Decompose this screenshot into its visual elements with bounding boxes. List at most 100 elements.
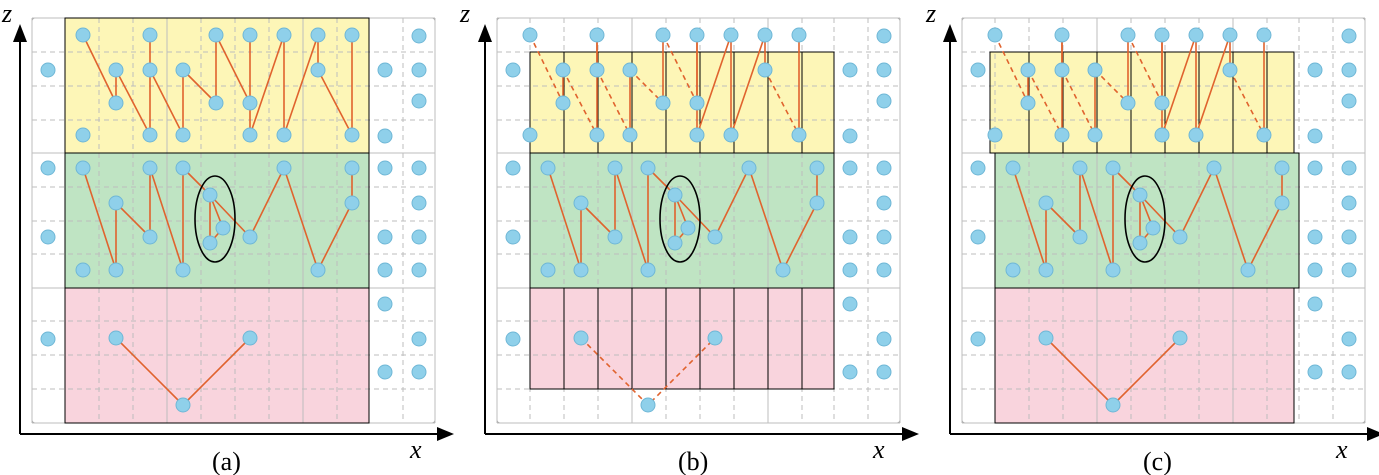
- frame-node: [1307, 62, 1323, 78]
- yellow-node: [655, 95, 671, 111]
- yellow-path-segment: [764, 69, 800, 136]
- yellow-path-segment: [994, 34, 1029, 104]
- green-node: [1038, 262, 1054, 278]
- yellow-node: [622, 127, 638, 143]
- yellow-node: [1120, 27, 1136, 43]
- yellow-node: [589, 27, 605, 43]
- green-node: [310, 262, 326, 278]
- green-node: [142, 160, 158, 176]
- frame-node: [1341, 160, 1357, 176]
- frame-node: [377, 262, 393, 278]
- frame-node: [377, 296, 393, 312]
- frame-node: [1341, 28, 1357, 44]
- frame-node: [377, 229, 393, 245]
- yellow-node: [555, 95, 571, 111]
- green-node: [215, 220, 231, 236]
- green-node: [809, 160, 825, 176]
- green-node: [75, 262, 91, 278]
- yellow-node: [276, 27, 292, 43]
- yellow-path-segment: [1061, 69, 1096, 136]
- z-axis-label-c: z: [925, 0, 936, 28]
- pink-node: [242, 330, 258, 346]
- green-node: [108, 262, 124, 278]
- frame-node: [1307, 296, 1323, 312]
- frame-node: [876, 62, 892, 78]
- frame-node: [40, 160, 56, 176]
- frame-node: [842, 229, 858, 245]
- yellow-node: [242, 95, 258, 111]
- frame-node: [411, 93, 427, 109]
- x-axis-arrow: [437, 427, 454, 441]
- green-path: [547, 167, 818, 271]
- pink-outline: [529, 287, 835, 390]
- yellow-node: [1054, 27, 1070, 43]
- yellow-path-segment: [1127, 34, 1163, 104]
- yellow-node: [175, 62, 191, 78]
- x-axis-label-b: x: [872, 435, 885, 464]
- yellow-node: [987, 27, 1003, 43]
- frame-node: [876, 331, 892, 347]
- frame-node: [970, 62, 986, 78]
- yellow-node: [1222, 27, 1238, 43]
- frame-node: [1307, 128, 1323, 144]
- frame-node: [1341, 93, 1357, 109]
- frame-node: [505, 160, 521, 176]
- yellow-path-segment: [596, 69, 631, 136]
- green-node: [667, 235, 683, 251]
- frame-node: [411, 364, 427, 380]
- yellow-node: [1188, 127, 1204, 143]
- green-node: [573, 262, 589, 278]
- frame-node: [411, 160, 427, 176]
- green-node: [707, 229, 723, 245]
- yellow-path-segment: [696, 34, 732, 136]
- frame-node: [411, 331, 427, 347]
- yellow-path-segment: [529, 34, 564, 104]
- frame-node: [842, 262, 858, 278]
- yellow-node: [791, 127, 807, 143]
- frame-node: [876, 229, 892, 245]
- yellow-node: [175, 127, 191, 143]
- frame-node: [377, 364, 393, 380]
- pink-node: [640, 397, 656, 413]
- green-node: [242, 229, 258, 245]
- frame-node: [377, 62, 393, 78]
- yellow-node: [723, 27, 739, 43]
- yellow-node: [589, 127, 605, 143]
- yellow-path-segment: [730, 34, 766, 136]
- frame-node: [411, 28, 427, 44]
- frame-node: [40, 62, 56, 78]
- yellow-node: [1020, 95, 1036, 111]
- caption-a: (a): [212, 447, 241, 475]
- frame-node: [411, 62, 427, 78]
- yellow-path-segment: [1094, 69, 1129, 104]
- yellow-node: [522, 27, 538, 43]
- green-node: [573, 195, 589, 211]
- yellow-node: [1087, 62, 1103, 78]
- green-node: [640, 262, 656, 278]
- yellow-node: [108, 95, 124, 111]
- green-node: [775, 262, 791, 278]
- frame-node: [1307, 364, 1323, 380]
- green-node: [680, 220, 696, 236]
- yellow-node: [1054, 62, 1070, 78]
- green-node: [540, 262, 556, 278]
- yellow-node: [1222, 62, 1238, 78]
- yellow-path-segment: [1027, 69, 1063, 136]
- pink-node: [1172, 330, 1188, 346]
- panel-a: [13, 17, 454, 441]
- yellow-node: [1120, 95, 1136, 111]
- pink-node: [108, 330, 124, 346]
- yellow-node: [142, 127, 158, 143]
- green-path: [1012, 167, 1283, 271]
- frame-node: [1341, 229, 1357, 245]
- caption-c: (c): [1143, 447, 1172, 475]
- frame-node: [876, 262, 892, 278]
- z-axis-arrow: [13, 24, 27, 42]
- green-node: [202, 235, 218, 251]
- frame-node: [1341, 331, 1357, 347]
- yellow-node: [1154, 127, 1170, 143]
- x-axis-label-a: x: [409, 435, 422, 464]
- yellow-node: [142, 62, 158, 78]
- pink-node: [707, 330, 723, 346]
